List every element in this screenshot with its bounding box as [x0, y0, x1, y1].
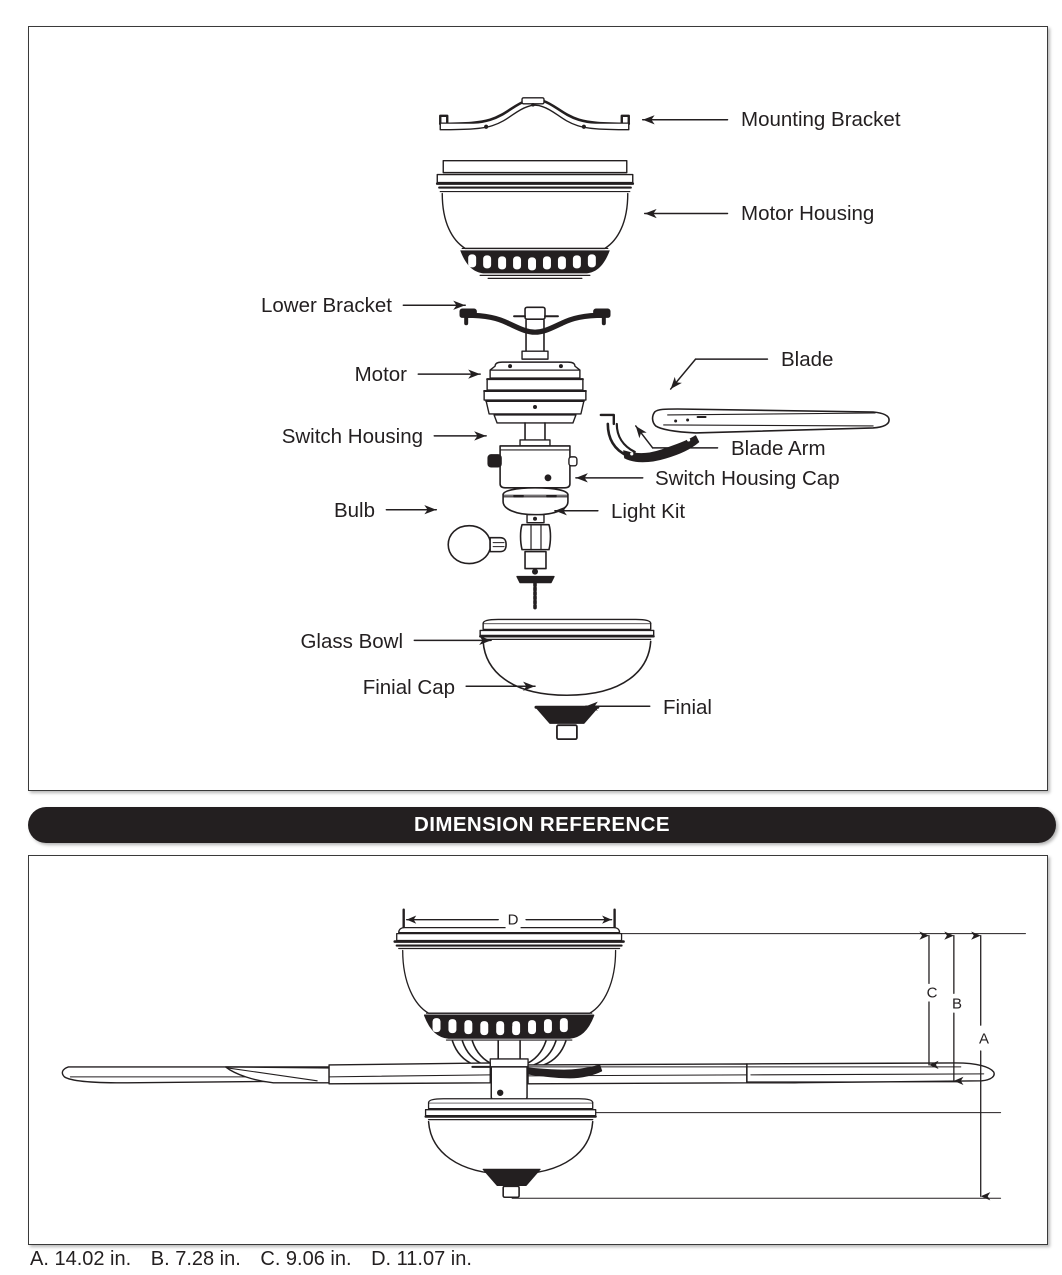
leader-lines	[385, 115, 769, 711]
blade-art	[651, 408, 890, 434]
bulb-art	[447, 524, 507, 565]
label-bulb: Bulb	[333, 498, 375, 522]
label-finial: Finial	[663, 695, 712, 719]
motor-art	[483, 361, 587, 447]
witness-lines	[511, 933, 1026, 1199]
label-blade: Blade	[781, 347, 834, 371]
label-motor: Motor	[354, 362, 407, 386]
dimension-reference-panel: C B A D	[28, 855, 1048, 1245]
lower-bracket-art	[459, 306, 611, 360]
dimension-marker-c: C	[924, 984, 940, 1002]
dimension-drawing	[61, 908, 1026, 1201]
dimension-reference-header: DIMENSION REFERENCE	[28, 807, 1056, 843]
dimension-switch-housing-art	[490, 1066, 528, 1102]
label-switch-housing-cap: Switch Housing Cap	[655, 466, 840, 490]
dimension-legend-d: D. 11.07 in.	[371, 1248, 472, 1270]
dimension-marker-d: D	[505, 911, 521, 929]
dimension-glass-bowl-art	[424, 1098, 597, 1199]
exploded-view-drawing	[385, 97, 890, 741]
dimension-reference-title: DIMENSION REFERENCE	[414, 813, 670, 836]
dimension-motor-housing-art	[393, 926, 625, 1068]
dimension-legend-a: A. 14.02 in.	[30, 1248, 132, 1270]
dimension-blades-art	[61, 1062, 995, 1085]
switch-housing-cap-art	[502, 486, 569, 516]
dimension-legend: A. 14.02 in. B. 7.28 in. C. 9.06 in. D. …	[30, 1248, 486, 1271]
label-glass-bowl: Glass Bowl	[300, 629, 403, 653]
dimension-legend-c: C. 9.06 in.	[260, 1248, 352, 1270]
label-lower-bracket: Lower Bracket	[260, 293, 392, 317]
light-kit-art	[516, 514, 555, 611]
label-light-kit: Light Kit	[611, 499, 686, 523]
dimension-marker-a: A	[976, 1030, 992, 1048]
dimension-arrows	[919, 931, 991, 1201]
blade-arm-art	[599, 413, 700, 463]
label-blade-arm: Blade Arm	[731, 436, 826, 460]
label-finial-cap: Finial Cap	[362, 675, 455, 699]
label-motor-housing: Motor Housing	[741, 201, 875, 225]
dimension-d-arrow	[402, 908, 616, 931]
label-mounting-bracket: Mounting Bracket	[741, 107, 901, 131]
exploded-view-panel: Mounting Bracket Motor Housing Lower Bra…	[28, 26, 1048, 791]
motor-housing-art	[435, 159, 635, 279]
label-switch-housing: Switch Housing	[281, 424, 423, 448]
dimension-marker-b: B	[949, 995, 965, 1013]
mounting-bracket-art	[438, 97, 631, 131]
switch-housing-art	[487, 445, 578, 489]
finial-art	[556, 724, 578, 741]
glass-bowl-art	[479, 618, 655, 697]
finial-cap-art	[534, 705, 600, 724]
dimension-legend-b: B. 7.28 in.	[150, 1248, 241, 1270]
